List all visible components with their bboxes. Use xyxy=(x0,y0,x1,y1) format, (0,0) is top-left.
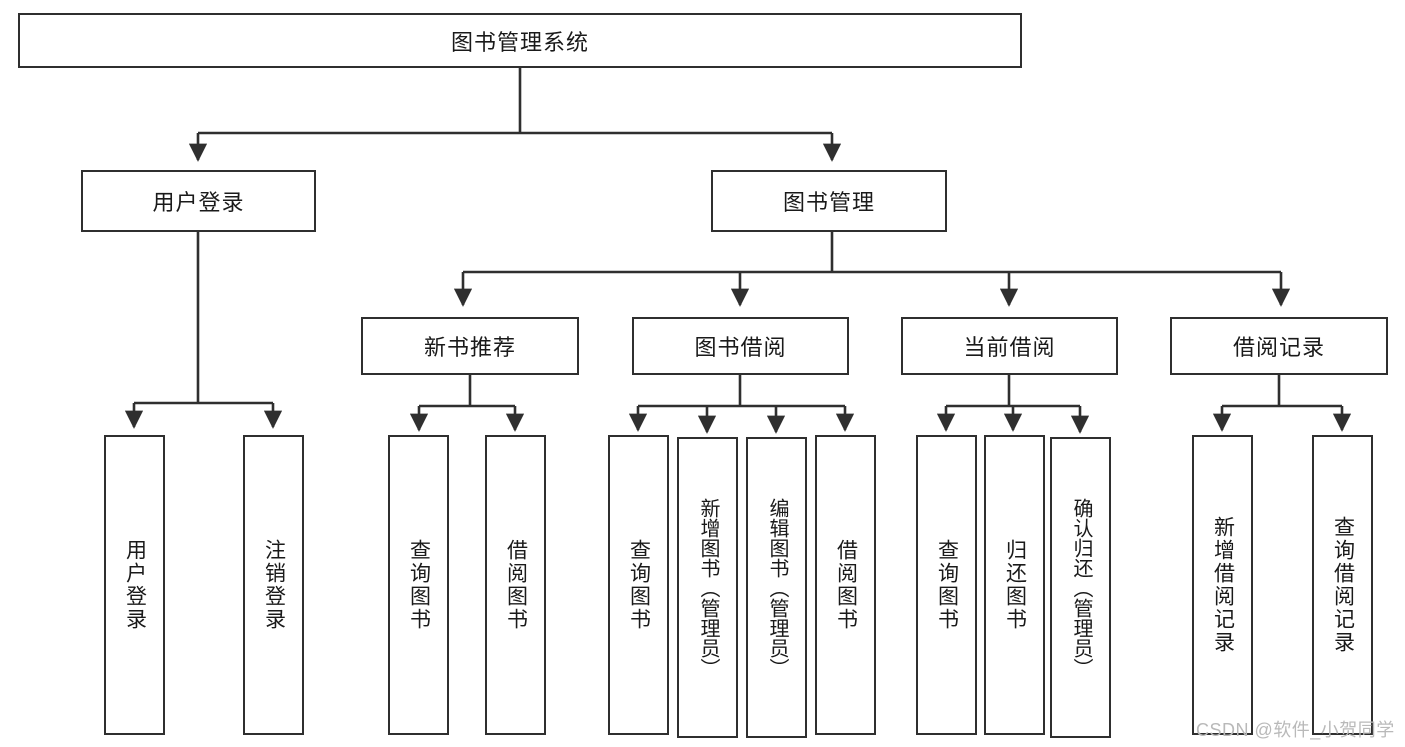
leaf-user-login[interactable]: 用户登录 xyxy=(104,435,165,735)
leaf-logout-login[interactable]: 注销登录 xyxy=(243,435,304,735)
node-book-manage[interactable]: 图书管理 xyxy=(711,170,947,232)
node-borrow-record[interactable]: 借阅记录 xyxy=(1170,317,1388,375)
leaf-query-book-current[interactable]: 查询图书 xyxy=(916,435,977,735)
node-current-borrow[interactable]: 当前借阅 xyxy=(901,317,1118,375)
leaf-edit-book-admin[interactable]: 编辑图书（管理员） xyxy=(746,437,807,738)
leaf-borrow-book-recommend[interactable]: 借阅图书 xyxy=(485,435,546,735)
node-user-login[interactable]: 用户登录 xyxy=(81,170,316,232)
leaf-borrow-book-borrow[interactable]: 借阅图书 xyxy=(815,435,876,735)
leaf-query-book-borrow[interactable]: 查询图书 xyxy=(608,435,669,735)
node-book-borrow[interactable]: 图书借阅 xyxy=(632,317,849,375)
watermark-text: CSDN @软件_小贺同学 xyxy=(1196,720,1395,740)
leaf-add-book-admin[interactable]: 新增图书（管理员） xyxy=(677,437,738,738)
leaf-query-book-recommend[interactable]: 查询图书 xyxy=(388,435,449,735)
node-root-system[interactable]: 图书管理系统 xyxy=(18,13,1022,68)
leaf-confirm-return-admin[interactable]: 确认归还（管理员） xyxy=(1050,437,1111,738)
leaf-return-book[interactable]: 归还图书 xyxy=(984,435,1045,735)
leaf-query-borrow-record[interactable]: 查询借阅记录 xyxy=(1312,435,1373,735)
node-new-book-recommend[interactable]: 新书推荐 xyxy=(361,317,579,375)
leaf-add-borrow-record[interactable]: 新增借阅记录 xyxy=(1192,435,1253,735)
